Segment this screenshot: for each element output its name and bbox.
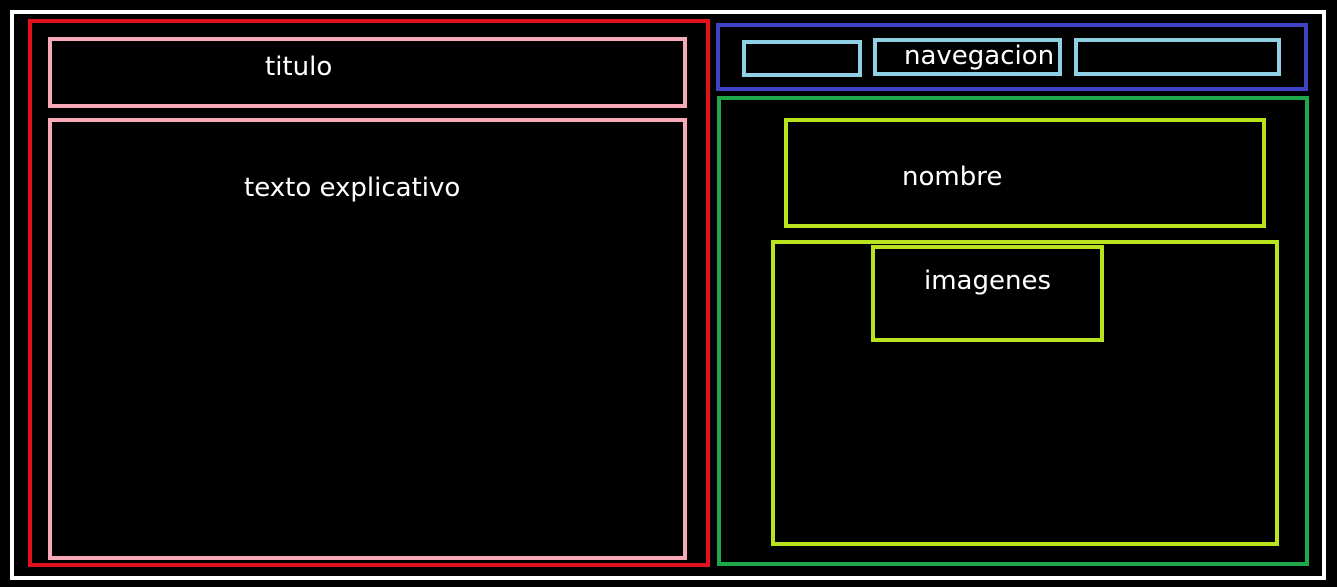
navigation-label: navegacion (904, 41, 1055, 71)
content-frame (717, 96, 1309, 566)
name-label: nombre (902, 162, 1003, 192)
gallery-frame (771, 240, 1279, 546)
navigation-bar (716, 23, 1308, 91)
explanatory-text-box (48, 118, 687, 560)
title-label: titulo (265, 52, 333, 82)
images-box (871, 245, 1104, 342)
left-column-frame (28, 19, 710, 567)
name-box (784, 118, 1266, 228)
outer-page-frame (10, 10, 1326, 580)
nav-item-1 (742, 40, 862, 77)
images-label: imagenes (924, 266, 1052, 296)
nav-item-2 (873, 38, 1062, 76)
explanatory-text-label: texto explicativo (244, 173, 461, 203)
title-box (48, 37, 687, 108)
nav-item-3 (1074, 38, 1281, 76)
